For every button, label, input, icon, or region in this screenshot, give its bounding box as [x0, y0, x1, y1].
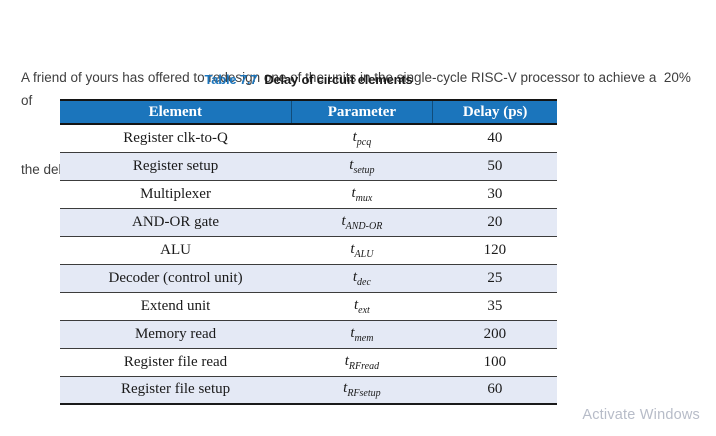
header-parameter: Parameter	[290, 99, 433, 125]
header-element: Element	[60, 99, 292, 125]
parameter-symbol: t	[343, 380, 348, 397]
table-row: Multiplexer tmux 30	[60, 180, 557, 209]
parameter-cell: tAND-OR	[291, 208, 433, 237]
question-line-1: A friend of yours has offered to redesig…	[21, 70, 695, 108]
parameter-cell: tmem	[291, 320, 433, 349]
element-cell: ALU	[60, 236, 292, 265]
element-cell: Register file setup	[60, 376, 292, 405]
parameter-symbol: t	[349, 156, 354, 173]
delay-cell: 35	[432, 292, 557, 321]
element-cell: Multiplexer	[60, 180, 292, 209]
parameter-symbol: t	[352, 268, 358, 285]
table-row: Register file read tRFread 100	[60, 348, 557, 377]
parameter-subscript: ext	[358, 304, 370, 316]
delay-cell: 100	[432, 348, 557, 377]
table-row: Extend unit text 35	[60, 292, 557, 321]
parameter-cell: tALU	[291, 236, 433, 265]
delay-cell: 60	[432, 376, 557, 405]
element-cell: AND-OR gate	[60, 208, 292, 237]
delay-cell: 30	[432, 180, 557, 209]
parameter-subscript: AND-OR	[345, 220, 383, 232]
element-cell: Extend unit	[60, 292, 292, 321]
delay-cell: 40	[432, 124, 557, 153]
activate-windows-watermark: Activate Windows	[582, 407, 700, 423]
parameter-symbol: t	[341, 212, 346, 229]
table-row: Register clk-to-Q tpcq 40	[60, 124, 557, 153]
parameter-subscript: mem	[354, 332, 374, 344]
table-row: AND-OR gate tAND-OR 20	[60, 208, 557, 237]
header-delay: Delay (ps)	[432, 99, 557, 125]
parameter-cell: tsetup	[291, 152, 433, 181]
parameter-cell: tdec	[291, 264, 433, 293]
parameter-cell: tRFsetup	[291, 376, 433, 405]
parameter-symbol: t	[352, 128, 357, 145]
delay-cell: 20	[432, 208, 557, 237]
parameter-symbol: t	[350, 324, 355, 341]
table-caption-title: Delay of circuit elements	[264, 72, 413, 87]
table-caption-label: Table 7.7	[204, 72, 258, 87]
parameter-subscript: ALU	[354, 248, 374, 260]
table-row: ALU tALU 120	[60, 236, 557, 265]
delay-cell: 200	[432, 320, 557, 349]
element-cell: Register file read	[60, 348, 292, 377]
delay-cell: 25	[432, 264, 557, 293]
element-cell: Memory read	[60, 320, 292, 349]
parameter-subscript: dec	[357, 276, 371, 288]
parameter-subscript: RFsetup	[347, 388, 381, 400]
parameter-symbol: t	[350, 240, 355, 257]
parameter-cell: text	[291, 292, 433, 321]
table-row: Register setup tsetup 50	[60, 152, 557, 181]
parameter-subscript: mux	[355, 192, 373, 204]
parameter-symbol: t	[344, 352, 349, 369]
delay-table-body: Register clk-to-Q tpcq 40 Register setup…	[60, 124, 557, 405]
header-row: Element Parameter Delay (ps)	[60, 99, 557, 125]
parameter-subscript: pcq	[356, 136, 372, 148]
parameter-symbol: t	[351, 184, 356, 201]
delay-cell: 50	[432, 152, 557, 181]
table-caption: Table 7.7 Delay of circuit elements	[60, 72, 557, 87]
delay-table-header: Element Parameter Delay (ps)	[60, 99, 557, 125]
parameter-subscript: setup	[353, 164, 375, 176]
table-row: Memory read tmem 200	[60, 320, 557, 349]
table-row: Decoder (control unit) tdec 25	[60, 264, 557, 293]
parameter-subscript: RFread	[348, 360, 380, 372]
parameter-cell: tpcq	[291, 124, 433, 153]
element-cell: Decoder (control unit)	[60, 264, 292, 293]
element-cell: Register setup	[60, 152, 292, 181]
parameter-symbol: t	[354, 296, 359, 313]
delay-table: Element Parameter Delay (ps) Register cl…	[60, 99, 557, 405]
parameter-cell: tRFread	[291, 348, 433, 377]
table-row: Register file setup tRFsetup 60	[60, 376, 557, 405]
delay-cell: 120	[432, 236, 557, 265]
parameter-cell: tmux	[291, 180, 433, 209]
element-cell: Register clk-to-Q	[60, 124, 292, 153]
